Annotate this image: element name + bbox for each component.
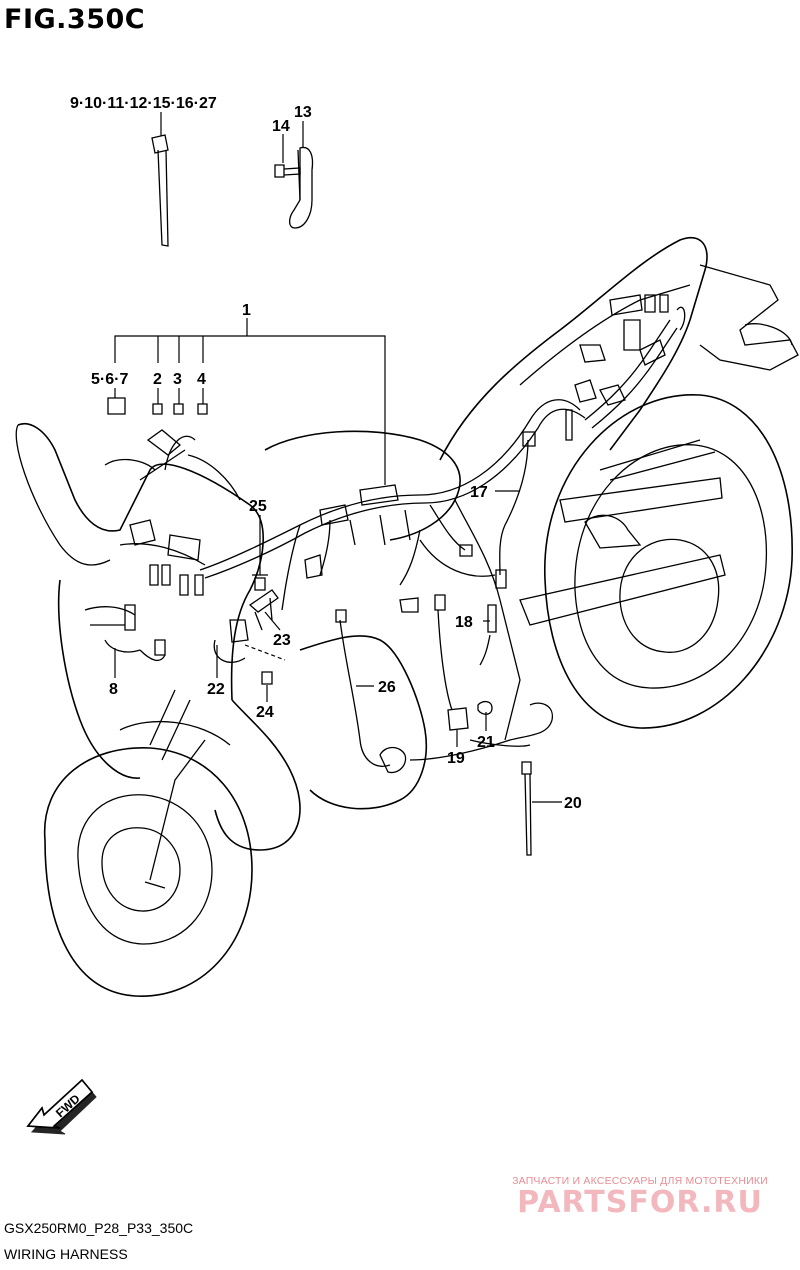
watermark-tagline: ЗАПЧАСТИ И АКСЕССУАРЫ ДЛЯ МОТОТЕХНИКИ <box>512 1175 768 1187</box>
fwd-arrow-icon: FWD <box>26 1078 97 1135</box>
callout-26: 26 <box>378 679 396 696</box>
figure-name: WIRING HARNESS <box>4 1246 128 1262</box>
callout-4: 4 <box>197 371 206 388</box>
callout-17: 17 <box>470 484 488 501</box>
callout-18: 18 <box>455 614 473 631</box>
callout-labels: 9·10·11·12·15·16·27 13 14 1 5·6·7 2 3 4 … <box>70 95 582 812</box>
callout-5-7: 5·6·7 <box>91 371 128 388</box>
wiring-harness <box>84 294 686 774</box>
watermark: ЗАПЧАСТИ И АКСЕССУАРЫ ДЛЯ МОТОТЕХНИКИ PA… <box>490 1175 790 1220</box>
motorcycle-outline <box>15 236 799 997</box>
callout-8: 8 <box>109 681 118 698</box>
callout-25: 25 <box>249 498 267 515</box>
callout-20: 20 <box>564 795 582 812</box>
figure-code: GSX250RM0_P28_P33_350C <box>4 1220 194 1236</box>
callout-1: 1 <box>242 302 251 319</box>
leader-lines <box>114 112 562 803</box>
callout-19: 19 <box>447 750 465 767</box>
loose-parts <box>107 134 532 856</box>
figure-title: FIG.350C <box>4 4 146 35</box>
watermark-logo: PARTSFOR.RU <box>517 1185 763 1220</box>
callout-23: 23 <box>273 632 291 649</box>
callout-24: 24 <box>256 704 274 721</box>
callout-9-27: 9·10·11·12·15·16·27 <box>70 95 217 112</box>
callout-22: 22 <box>207 681 225 698</box>
callout-14: 14 <box>272 118 290 135</box>
callout-21: 21 <box>477 734 495 751</box>
callout-13: 13 <box>294 104 312 121</box>
callout-2: 2 <box>153 371 162 388</box>
callout-3: 3 <box>173 371 182 388</box>
